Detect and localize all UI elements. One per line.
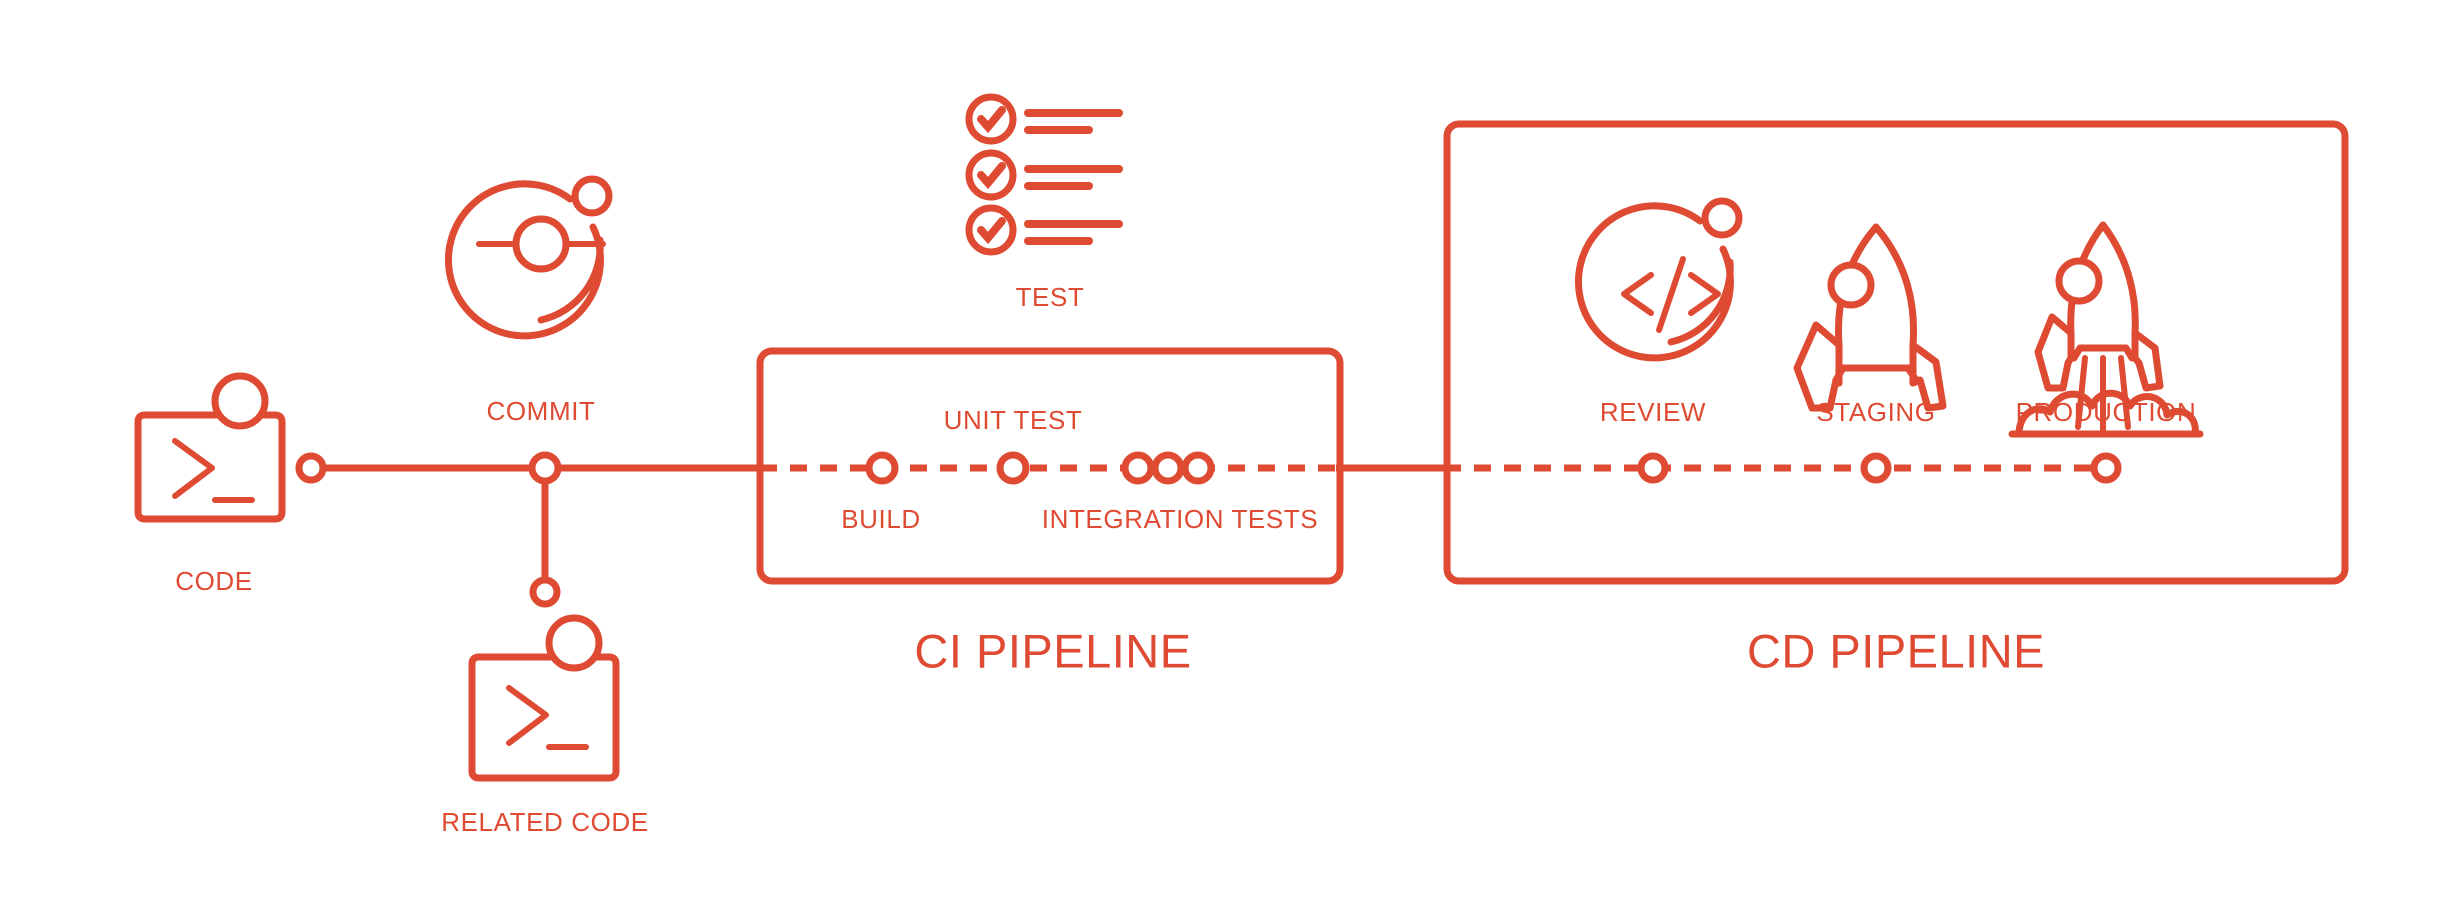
ci-label-build: BUILD [841,504,921,534]
commit-badge-circle [571,175,613,217]
ci-node-build[interactable] [865,451,899,485]
code-label: CODE [175,566,253,596]
cd-label-production: PRODUCTION [2016,397,2197,427]
staging-porthole-circle [1827,261,1875,309]
ci-pipeline-title: CI PIPELINE [914,624,1191,677]
cd-node-review[interactable] [1637,452,1669,484]
code-icon-group [134,372,286,523]
review-badge-circle [1701,197,1743,239]
cd-label-review: REVIEW [1600,397,1706,427]
commit-inner-circle [512,215,570,273]
commit-icon-group [444,175,613,340]
ci-label-unit-test: UNIT TEST [944,405,1083,435]
cd-label-staging: STAGING [1816,397,1935,427]
ci-node-integration-2[interactable] [1151,451,1185,485]
cd-node-production[interactable] [2090,452,2122,484]
ci-node-integration-1[interactable] [1121,451,1155,485]
commit-label: COMMIT [486,396,595,426]
production-porthole-circle [2055,257,2103,305]
test-label: TEST [1016,282,1085,312]
cd-pipeline-box [1443,120,2349,585]
code-review-icon-group [1574,197,1743,362]
rocket-icon-group [1793,223,1947,412]
ci-node-integration-3[interactable] [1181,451,1215,485]
cd-pipeline-title: CD PIPELINE [1747,624,2045,677]
cd-node-staging[interactable] [1860,452,1892,484]
commit-node[interactable] [528,451,562,485]
rocket-launch-icon-group [2008,221,2204,438]
related-code-icon-group [468,614,620,782]
ci-pipeline-box [756,347,1344,585]
related-code-node[interactable] [529,576,561,608]
code-badge-circle [211,372,269,430]
ci-node-unit-test[interactable] [996,451,1030,485]
checklist-icon-group [965,93,1123,256]
related-code-badge-circle [545,614,603,672]
rail-start-node[interactable] [295,452,327,484]
related-code-label: RELATED CODE [441,807,649,837]
ci-label-integration-tests: INTEGRATION TESTS [1042,504,1318,534]
